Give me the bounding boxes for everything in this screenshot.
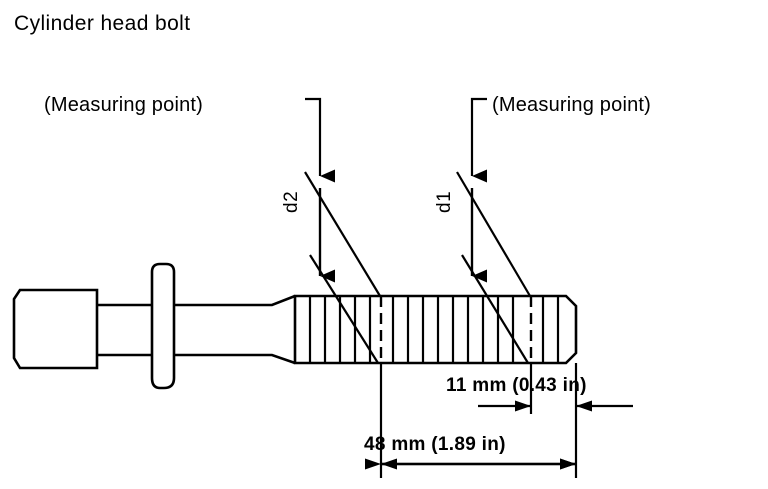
bolt-shank-outer: [174, 294, 296, 365]
callout-leader-left: [305, 97, 335, 183]
page-title: Cylinder head bolt: [14, 12, 190, 35]
bolt-thread-hatching: [308, 296, 560, 363]
bolt-flange: [150, 262, 176, 390]
dimension-48mm: 48 mm (1.89 in): [364, 363, 578, 478]
callout-label-left: (Measuring point): [44, 94, 203, 116]
dimension-11mm: 11 mm (0.43 in): [446, 363, 633, 414]
measuring-leader-d1: [456, 171, 531, 364]
dimension-label-11mm: 11 mm (0.43 in): [446, 375, 587, 396]
diameter-dimension-d2: d2: [281, 188, 335, 283]
bolt-thread-body: [293, 294, 578, 365]
dimension-label-48mm: 48 mm (1.89 in): [364, 434, 506, 455]
diameter-dimension-d1: d1: [434, 188, 487, 283]
bolt-shank-inner: [97, 303, 152, 357]
callout-label-right: (Measuring point): [492, 94, 651, 116]
measuring-leader-d2: [304, 171, 381, 364]
diameter-label-d1: d1: [434, 191, 455, 213]
diameter-label-d2: d2: [281, 191, 302, 213]
bolt-head: [12, 288, 99, 370]
callout-leader-right: [470, 97, 487, 183]
